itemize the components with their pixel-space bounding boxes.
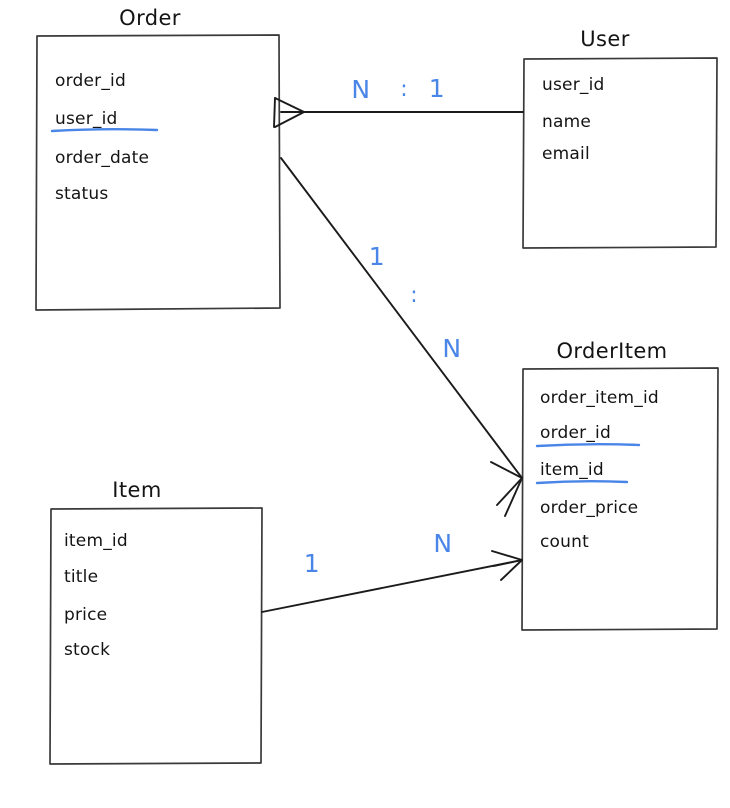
entity-title-user: User	[580, 27, 629, 51]
cardinality-separator-order-user: :	[400, 77, 407, 102]
attribute-order-order_date: order_date	[55, 148, 149, 168]
attribute-orderitem-order_id: order_id	[540, 423, 611, 443]
crows-foot-item-orderitem-many	[491, 550, 523, 581]
crows-foot-order-orderitem-many	[490, 461, 523, 517]
entity-item[interactable]: Item item_id title price stock	[49, 478, 263, 765]
relationship-order-orderitem[interactable]	[280, 157, 523, 517]
attribute-orderitem-item_id: item_id	[540, 460, 604, 480]
attribute-user-user_id: user_id	[542, 75, 605, 95]
cardinality-label-item-orderitem-many: N	[433, 529, 452, 558]
cardinality-label-item-orderitem-one: 1	[304, 549, 320, 578]
entity-box-user	[522, 57, 718, 249]
cardinality-label-order-orderitem-one: 1	[369, 242, 385, 271]
cardinality-label-order-orderitem-many: N	[442, 334, 461, 363]
attribute-order-user_id: user_id	[55, 109, 118, 129]
cardinality-label-order-user-many: N	[351, 75, 370, 104]
relationship-line-order-orderitem	[280, 157, 523, 479]
entity-order[interactable]: Order order_id user_id order_date status	[35, 6, 281, 311]
attribute-item-item_id: item_id	[64, 531, 128, 551]
attribute-orderitem-order_price: order_price	[540, 498, 638, 518]
cardinality-labels: N : 1 1 : N 1 N	[304, 74, 461, 578]
entity-box-orderitem	[521, 367, 719, 631]
attribute-orderitem-count: count	[540, 532, 589, 552]
attribute-order-status: status	[55, 184, 108, 204]
attribute-item-stock: stock	[64, 640, 110, 660]
entity-title-orderitem: OrderItem	[556, 339, 667, 363]
cardinality-separator-order-orderitem: :	[410, 283, 417, 308]
fk-underline-orderitem-item_id	[535, 480, 629, 485]
relationship-item-orderitem[interactable]	[261, 550, 523, 613]
entity-orderitem[interactable]: OrderItem order_item_id order_id item_id…	[521, 339, 719, 631]
fk-underline-orderitem-order_id	[535, 443, 641, 448]
entity-title-order: Order	[119, 6, 181, 30]
relationship-line-item-orderitem	[261, 559, 523, 613]
entity-box-order	[35, 34, 281, 311]
attribute-item-title: title	[64, 567, 98, 587]
crows-foot-order-user-many	[273, 97, 305, 128]
attribute-item-price: price	[64, 605, 107, 625]
relationship-order-user[interactable]	[273, 97, 524, 128]
entity-user[interactable]: User user_id name email	[522, 27, 718, 249]
attribute-order-order_id: order_id	[55, 71, 126, 91]
entity-box-item	[49, 507, 263, 765]
attribute-user-name: name	[542, 112, 591, 132]
attribute-user-email: email	[542, 144, 590, 164]
fk-underline-order-user_id	[50, 128, 159, 133]
attribute-orderitem-order_item_id: order_item_id	[540, 388, 659, 408]
entity-title-item: Item	[112, 478, 161, 502]
cardinality-label-order-user-one: 1	[429, 74, 445, 103]
